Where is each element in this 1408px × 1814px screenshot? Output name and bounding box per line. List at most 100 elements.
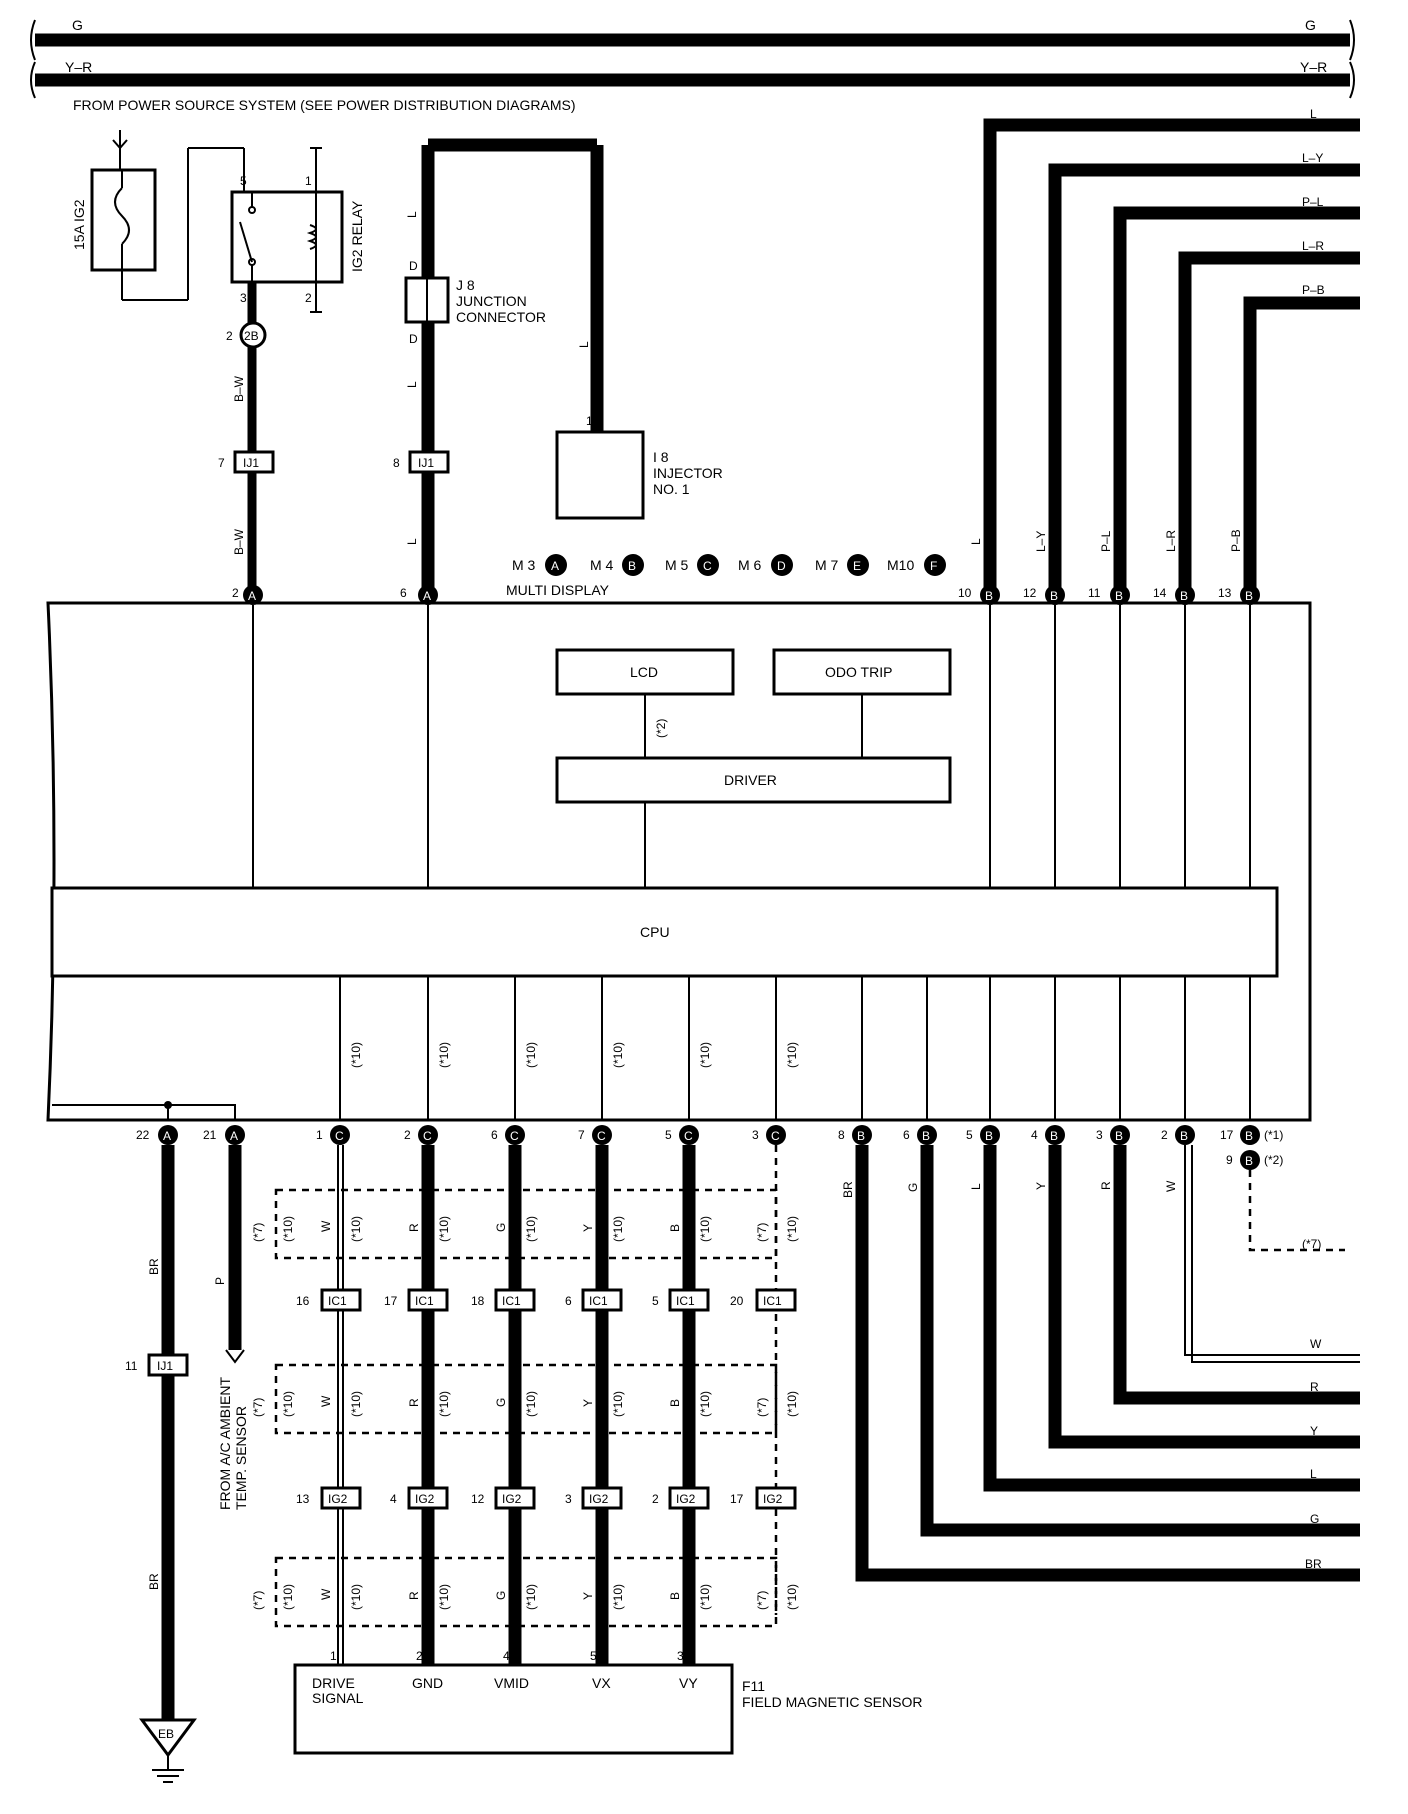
svg-text:1: 1 [330, 1649, 337, 1663]
svg-text:IG2: IG2 [502, 1492, 522, 1506]
svg-text:P–B: P–B [1302, 283, 1325, 297]
svg-text:(*10): (*10) [698, 1042, 712, 1068]
svg-text:M 5: M 5 [665, 557, 689, 573]
svg-text:18: 18 [471, 1294, 485, 1308]
svg-text:C: C [335, 1129, 344, 1143]
svg-text:(*10): (*10) [785, 1216, 799, 1242]
svg-text:LCD: LCD [630, 664, 658, 680]
svg-text:3: 3 [565, 1492, 572, 1506]
svg-text:11: 11 [1088, 586, 1101, 600]
injector-pin: 1 [586, 414, 593, 428]
svg-text:B: B [1180, 589, 1188, 603]
svg-text:(*2): (*2) [1264, 1153, 1283, 1167]
wire-bw-upper: B–W [232, 375, 246, 402]
svg-text:7: 7 [578, 1128, 585, 1142]
color-labels-row2: W (*10) R (*10) G (*10) Y (*10) B (*10) … [319, 1391, 799, 1417]
svg-text:4: 4 [390, 1492, 397, 1506]
svg-text:A: A [423, 589, 431, 603]
svg-text:(*7): (*7) [755, 1398, 769, 1417]
svg-text:IJ1: IJ1 [418, 456, 434, 470]
color-labels-row3: W (*10) R (*10) G (*10) Y (*10) B (*10) … [319, 1584, 799, 1610]
svg-text:D: D [777, 559, 786, 573]
svg-text:(*10): (*10) [611, 1216, 625, 1242]
svg-text:IC1: IC1 [763, 1294, 782, 1308]
svg-text:8: 8 [393, 456, 400, 470]
svg-text:IC1: IC1 [328, 1294, 347, 1308]
svg-text:2: 2 [416, 1649, 423, 1663]
svg-text:P: P [213, 1277, 227, 1285]
svg-text:M10: M10 [887, 557, 914, 573]
bus-g-label-right: G [1305, 17, 1316, 33]
svg-text:B: B [857, 1129, 865, 1143]
svg-text:(*10): (*10) [524, 1216, 538, 1242]
top-bus-g: G G [30, 17, 1355, 61]
odo-trip-block [772, 648, 952, 696]
bus-yr-label-right: Y–R [1300, 59, 1327, 75]
svg-text:IJ1: IJ1 [157, 1359, 173, 1373]
svg-text:B: B [1245, 1129, 1253, 1143]
svg-text:3: 3 [1096, 1128, 1103, 1142]
svg-text:IG2: IG2 [676, 1492, 696, 1506]
svg-text:C: C [684, 1129, 693, 1143]
svg-text:B: B [668, 1399, 682, 1407]
svg-text:VMID: VMID [494, 1675, 529, 1691]
svg-text:B: B [668, 1224, 682, 1232]
fuse-label: 15A IG2 [71, 199, 87, 250]
svg-text:R: R [1310, 1380, 1319, 1394]
svg-text:5: 5 [590, 1649, 597, 1663]
svg-text:P–B: P–B [1229, 529, 1243, 552]
svg-text:13: 13 [296, 1492, 310, 1506]
svg-text:M 3: M 3 [512, 557, 536, 573]
right-bottom-wires: (*7) W R Y L G BR BR G L Y R W [841, 1145, 1360, 1582]
svg-text:BR: BR [1305, 1557, 1322, 1571]
svg-text:L–R: L–R [1164, 530, 1178, 552]
svg-text:IG2: IG2 [763, 1492, 783, 1506]
svg-text:B: B [922, 1129, 930, 1143]
junction-code: J 8 [456, 277, 475, 293]
top-pins: 2 A 6 A 10 B 12 B 11 B 14 B 13 B [232, 585, 1260, 605]
multi-display-connector-codes: M 3 A M 4 B M 5 C M 6 D M 7 E M10 F MULT… [506, 554, 946, 598]
svg-text:L: L [1310, 107, 1317, 121]
svg-text:6: 6 [491, 1128, 498, 1142]
svg-text:IG2: IG2 [415, 1492, 435, 1506]
svg-text:W: W [1310, 1337, 1322, 1351]
ambient-line1: FROM A/C AMBIENT [217, 1377, 233, 1510]
ij1-connector-7: IJ1 7 [218, 450, 275, 474]
svg-text:6: 6 [400, 586, 407, 600]
injector-name-2: NO. 1 [653, 481, 690, 497]
svg-text:(*7): (*7) [1302, 1237, 1321, 1251]
svg-text:VX: VX [592, 1675, 611, 1691]
svg-text:5: 5 [966, 1128, 973, 1142]
svg-text:A: A [163, 1129, 171, 1143]
svg-text:3: 3 [752, 1128, 759, 1142]
svg-text:9: 9 [1226, 1153, 1233, 1167]
svg-text:L–Y: L–Y [1034, 531, 1048, 552]
svg-text:G: G [906, 1183, 920, 1192]
svg-text:B: B [985, 589, 993, 603]
svg-text:(*7): (*7) [251, 1591, 265, 1610]
svg-text:Y: Y [581, 1224, 595, 1232]
bus-g-label-left: G [72, 17, 83, 33]
svg-text:L: L [405, 211, 419, 218]
svg-text:(*10): (*10) [524, 1042, 538, 1068]
injector-name-1: INJECTOR [653, 465, 723, 481]
injector-no1: 1 I 8 INJECTOR NO. 1 [555, 414, 723, 520]
driver-block [555, 756, 952, 804]
svg-text:BR: BR [841, 1181, 855, 1198]
svg-text:(*10): (*10) [437, 1216, 451, 1242]
svg-text:(*7): (*7) [251, 1223, 265, 1242]
svg-text:DRIVE: DRIVE [312, 1675, 355, 1691]
svg-text:6: 6 [565, 1294, 572, 1308]
svg-text:DRIVER: DRIVER [724, 772, 777, 788]
svg-text:(*10): (*10) [437, 1584, 451, 1610]
svg-text:G: G [494, 1398, 508, 1407]
svg-text:L: L [405, 538, 419, 545]
svg-text:3: 3 [677, 1649, 684, 1663]
fuse-15a-ig2: 15A IG2 [71, 130, 245, 301]
svg-text:G: G [494, 1223, 508, 1232]
svg-text:GND: GND [412, 1675, 443, 1691]
svg-text:16: 16 [296, 1294, 310, 1308]
svg-text:1: 1 [316, 1128, 323, 1142]
svg-text:B: B [985, 1129, 993, 1143]
